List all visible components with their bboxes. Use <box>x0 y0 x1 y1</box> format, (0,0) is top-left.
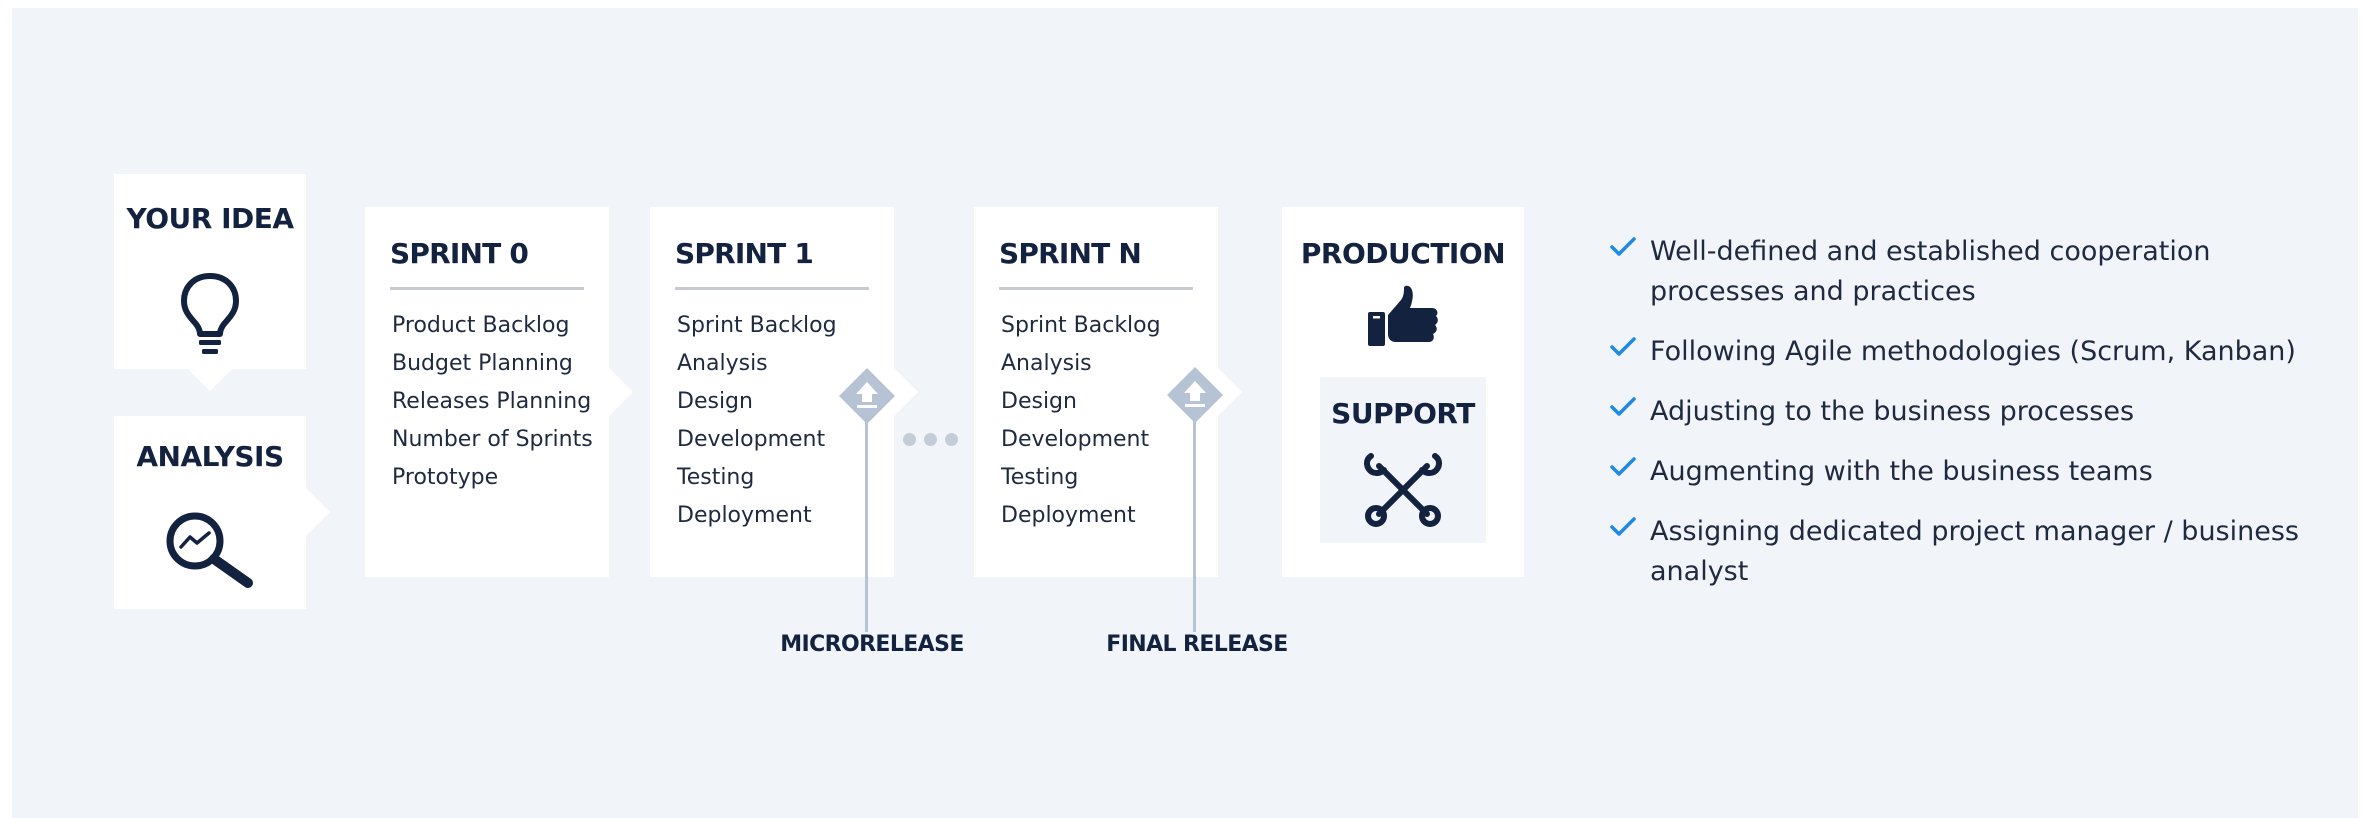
benefit-text: Assigning dedicated project manager / bu… <box>1650 516 2299 587</box>
crossed-wrenches-icon <box>1364 453 1442 527</box>
production-card: PRODUCTION SUPPORT <box>1282 207 1524 577</box>
benefit-item: Assigning dedicated project manager / bu… <box>1610 512 2310 592</box>
sprint-0-pointer <box>609 368 633 416</box>
support-box: SUPPORT <box>1320 377 1486 543</box>
sprint-n-task: Deployment <box>1001 503 1136 528</box>
microrelease-label: MICRORELEASE <box>780 632 964 657</box>
ellipsis-dots <box>903 433 958 446</box>
microrelease-line <box>865 416 868 632</box>
sprint-0-task: Budget Planning <box>392 351 573 376</box>
sprint-n-task: Development <box>1001 427 1150 452</box>
checkmark-icon <box>1610 237 1636 256</box>
analysis-pointer <box>306 488 330 536</box>
checkmark-icon <box>1610 337 1636 356</box>
sprint-n-pointer <box>1218 368 1242 416</box>
sprint-1-task: Testing <box>677 465 755 490</box>
benefit-text: Well-defined and established cooperation… <box>1650 236 2211 307</box>
sprint-1-task-list: Sprint Backlog Analysis Design Developme… <box>677 307 837 535</box>
ellipsis-dot <box>903 433 916 446</box>
sprint-0-task: Product Backlog <box>392 313 570 338</box>
sprint-1-title: SPRINT 1 <box>675 237 814 270</box>
ellipsis-dot <box>945 433 958 446</box>
your-idea-pointer <box>188 369 232 391</box>
upload-arrow-icon <box>839 368 895 424</box>
sprint-1-task: Deployment <box>677 503 812 528</box>
sprint-1-task: Analysis <box>677 351 768 376</box>
sprint-1-task: Design <box>677 389 753 414</box>
final-release-label: FINAL RELEASE <box>1106 632 1288 657</box>
sprint-n-task: Analysis <box>1001 351 1092 376</box>
checkmark-icon <box>1610 397 1636 416</box>
analysis-card: ANALYSIS <box>114 416 306 609</box>
benefit-text: Augmenting with the business teams <box>1650 456 2153 487</box>
sprint-1-divider <box>675 287 869 290</box>
final-release-line <box>1193 416 1196 632</box>
sprint-0-task: Releases Planning <box>392 389 592 414</box>
checkmark-icon <box>1610 457 1636 476</box>
process-diagram: YOUR IDEA ANALYSIS SPRINT 0 Product Back… <box>12 8 2358 818</box>
sprint-n-divider <box>999 287 1193 290</box>
thumbs-up-icon <box>1368 285 1438 346</box>
sprint-n-task: Design <box>1001 389 1077 414</box>
sprint-0-divider <box>390 287 584 290</box>
benefits-list: Well-defined and established cooperation… <box>1610 232 2310 612</box>
ellipsis-dot <box>924 433 937 446</box>
sprint-0-title: SPRINT 0 <box>390 237 529 270</box>
sprint-n-task-list: Sprint Backlog Analysis Design Developme… <box>1001 307 1161 535</box>
sprint-1-pointer <box>894 368 918 416</box>
sprint-0-task: Prototype <box>392 465 499 490</box>
your-idea-card: YOUR IDEA <box>114 174 306 369</box>
sprint-0-task: Number of Sprints <box>392 427 593 452</box>
lightbulb-icon <box>181 273 239 354</box>
benefit-item: Augmenting with the business teams <box>1610 452 2310 492</box>
checkmark-icon <box>1610 517 1636 536</box>
sprint-0-card: SPRINT 0 Product Backlog Budget Planning… <box>365 207 609 577</box>
benefit-item: Following Agile methodologies (Scrum, Ka… <box>1610 332 2310 372</box>
magnifier-chart-icon <box>166 512 253 588</box>
benefit-item: Adjusting to the business processes <box>1610 392 2310 432</box>
benefit-text: Adjusting to the business processes <box>1650 396 2135 427</box>
benefit-item: Well-defined and established cooperation… <box>1610 232 2310 312</box>
your-idea-title: YOUR IDEA <box>126 202 294 235</box>
support-title: SUPPORT <box>1331 397 1475 430</box>
analysis-title: ANALYSIS <box>136 440 284 473</box>
sprint-n-title: SPRINT N <box>999 237 1142 270</box>
sprint-n-task: Sprint Backlog <box>1001 313 1161 338</box>
sprint-0-task-list: Product Backlog Budget Planning Releases… <box>392 307 593 497</box>
sprint-1-task: Sprint Backlog <box>677 313 837 338</box>
sprint-1-task: Development <box>677 427 826 452</box>
sprint-n-task: Testing <box>1001 465 1079 490</box>
production-title: PRODUCTION <box>1300 237 1506 270</box>
benefit-text: Following Agile methodologies (Scrum, Ka… <box>1650 336 2296 367</box>
upload-arrow-icon <box>1167 367 1223 423</box>
